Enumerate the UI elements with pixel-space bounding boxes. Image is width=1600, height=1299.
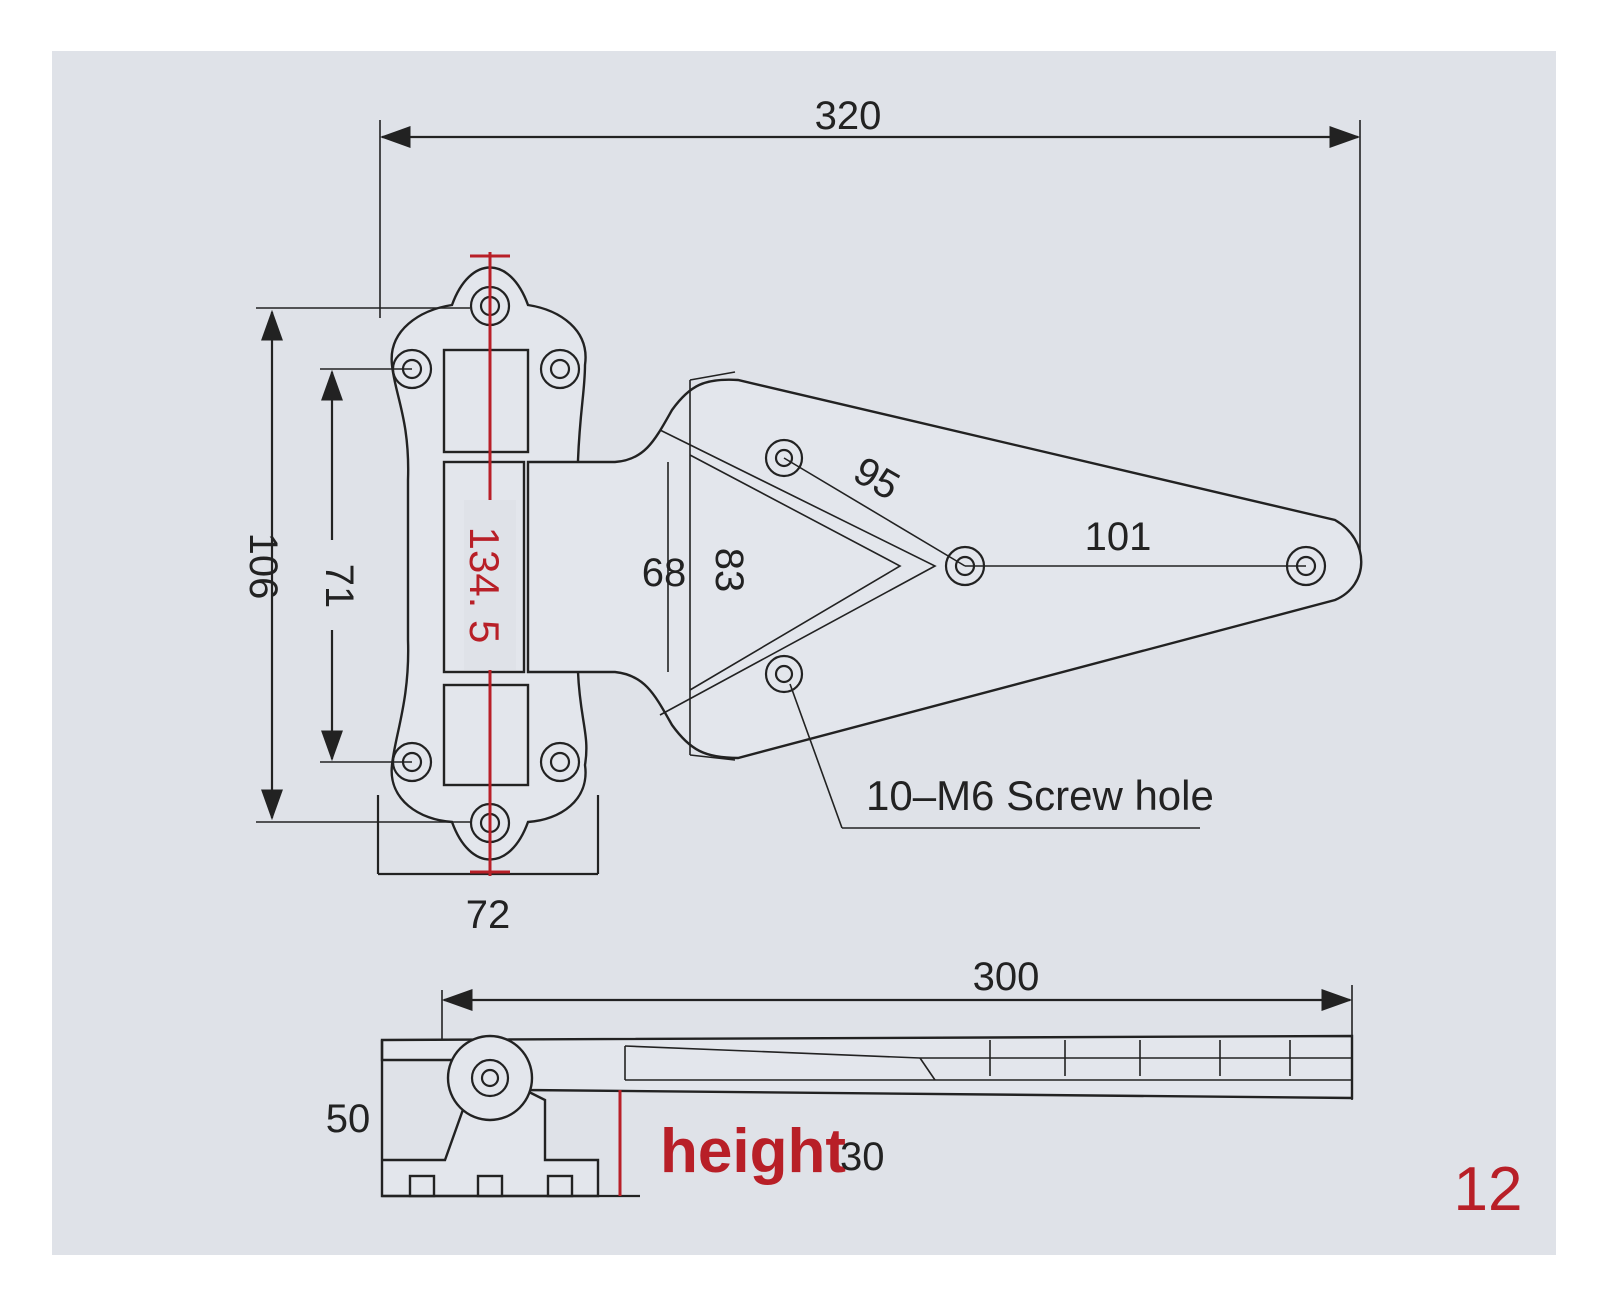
dim-134-5-label: 134. 5 xyxy=(461,527,508,644)
dim-83-label: 83 xyxy=(707,548,751,593)
dimension-320: 320 xyxy=(379,94,1361,565)
screw-hole-upper-right xyxy=(539,348,581,390)
leaf-hole-lower xyxy=(764,654,804,694)
dim-50-label: 50 xyxy=(326,1097,371,1141)
side-view: 300 50 height 30 xyxy=(326,955,1354,1198)
dim-68-label: 68 xyxy=(642,551,687,595)
dimension-71: 71 xyxy=(317,368,412,763)
dim-320-label: 320 xyxy=(815,94,882,138)
screw-hole-callout-label: 10–M6 Screw hole xyxy=(866,772,1214,819)
dimension-134-5: 134. 5 xyxy=(461,252,516,876)
dim-101-label: 101 xyxy=(1085,515,1152,559)
dim-106-label: 106 xyxy=(241,533,285,600)
dimension-101: 101 xyxy=(965,515,1306,567)
screw-hole-callout: 10–M6 Screw hole xyxy=(789,683,1214,829)
dim-300-label: 300 xyxy=(973,955,1040,999)
height-value: 30 xyxy=(840,1135,885,1179)
dim-72-label: 72 xyxy=(466,893,511,937)
height-label: height xyxy=(660,1117,846,1186)
side-tick-marks xyxy=(989,1040,1291,1076)
leaf-hole-upper xyxy=(764,438,804,478)
hinge-leaf xyxy=(526,371,1363,761)
dimension-83: 83 xyxy=(707,548,751,593)
dimension-106: 106 xyxy=(241,307,470,823)
screw-hole-lower-right xyxy=(539,741,581,783)
dimension-68: 68 xyxy=(642,462,687,672)
model-number: 12 xyxy=(1454,1155,1523,1224)
dim-71-label: 71 xyxy=(317,564,361,609)
